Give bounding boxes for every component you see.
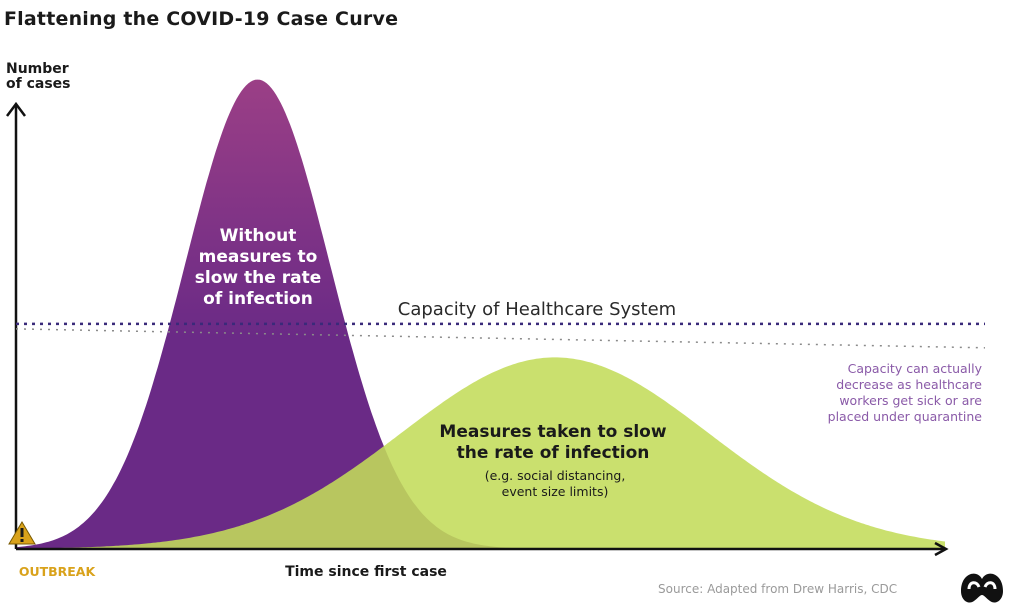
y-axis-label: Number of cases xyxy=(6,61,71,92)
chart-title: Flattening the COVID-19 Case Curve xyxy=(4,8,399,30)
y-axis-arrow xyxy=(6,101,26,117)
statista-logo-icon xyxy=(961,573,1003,603)
outbreak-marker: OUTBREAK xyxy=(19,564,97,579)
x-axis-arrow xyxy=(934,541,949,557)
curve-without-measures xyxy=(16,79,945,549)
curve-sublabel-with-measures: (e.g. social distancing,event size limit… xyxy=(485,468,626,499)
source-note: Source: Adapted from Drew Harris, CDC xyxy=(658,582,898,596)
x-axis-label: Time since first case xyxy=(285,564,447,580)
capacity-label: Capacity of Healthcare System xyxy=(398,299,676,320)
curve-with-measures xyxy=(16,357,945,549)
capacity-decrease-line xyxy=(15,328,986,349)
warning-triangle-icon xyxy=(8,521,36,545)
